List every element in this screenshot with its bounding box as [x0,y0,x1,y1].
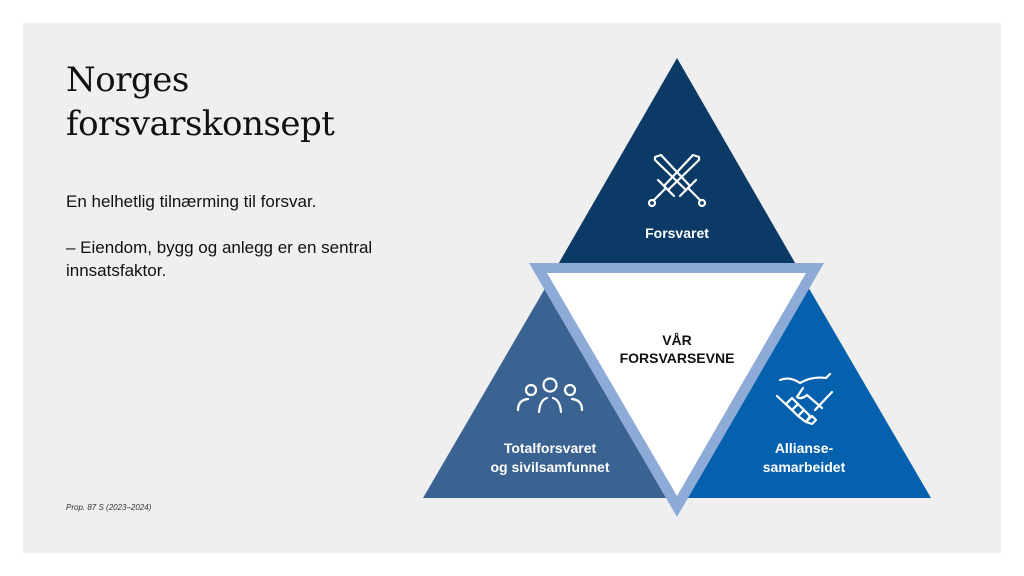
segment-allianse [683,285,931,498]
center-triangle [547,273,806,496]
label-forsvaret: Forsvaret [645,225,709,241]
crossed-swords-icon [647,153,707,208]
title-line-2: forsvarskonsept [66,104,335,144]
body-paragraph-1: En helhetlig tilnærming til forsvar. [66,192,317,211]
title-line-1: Norges [66,60,189,100]
slide-title: Norges forsvarskonsept [66,58,335,146]
label-allianse: Allianse- samarbeidet [762,440,846,475]
source-citation: Prop. 87 S (2023–2024) [66,503,152,512]
segment-forsvaret [556,58,798,268]
label-totalforsvaret: Totalforsvaret og sivilsamfunnet [490,440,610,475]
handshake-icon [775,372,834,426]
label-center: VÅR FORSVARSEVNE [619,332,735,366]
slide-body: En helhetlig tilnærming til forsvar. – E… [66,190,386,305]
body-paragraph-2: – Eiendom, bygg og anlegg er en sentral … [66,238,373,280]
people-group-icon [516,377,584,414]
